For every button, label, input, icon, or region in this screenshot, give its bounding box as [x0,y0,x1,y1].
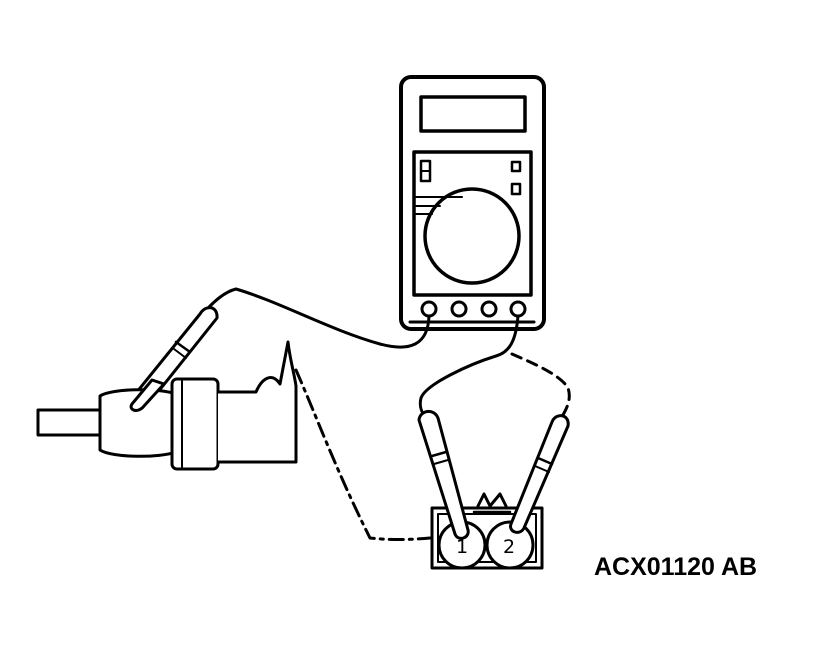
test-leads [206,287,571,422]
probe-terminal-1 [417,410,470,540]
test-lead-wire-right [418,314,520,420]
connector: 1 2 [430,492,544,570]
test-lead-wire-alternate [510,352,571,422]
multimeter-jack-4 [509,300,527,318]
multimeter-display [419,95,527,133]
multimeter [399,75,546,331]
multimeter-jack-3 [480,300,498,318]
connector-terminal-1: 1 [437,520,487,570]
probe-terminal-2 [509,414,570,534]
sensor-housing [216,340,298,464]
test-lead-wire-left [206,287,431,349]
sensor-component [36,340,298,471]
multimeter-dial-panel [412,150,533,297]
multimeter-indicator-mid [510,182,522,196]
terminal-1-label: 1 [456,536,468,558]
figure-id-label: ACX01120 AB [594,553,758,581]
connection-link-dashdot [294,368,432,541]
sensor-collar [170,377,220,471]
connector-terminal-2: 2 [485,520,535,570]
multimeter-jack-1 [420,300,438,318]
multimeter-indicator-top [510,160,522,173]
terminal-2-label: 2 [503,536,515,558]
sensor-shaft [36,408,102,437]
multimeter-rotary-dial [423,187,521,285]
multimeter-jack-2 [450,300,468,318]
connector-lock-tab [476,492,508,508]
